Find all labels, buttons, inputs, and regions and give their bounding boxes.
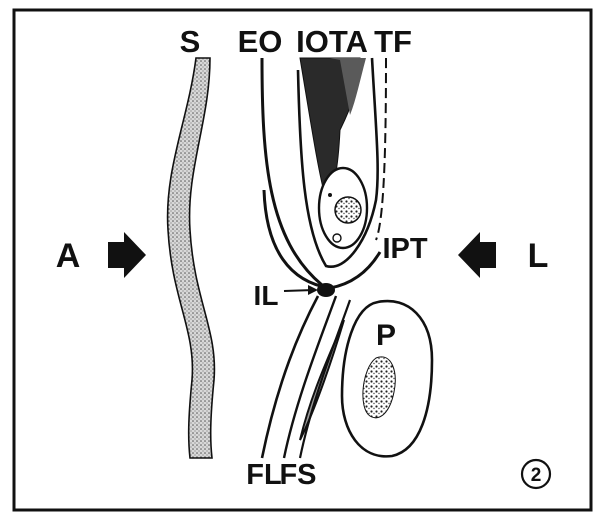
label-l: L — [528, 237, 549, 275]
label-fs: FS — [279, 459, 316, 491]
label-s: S — [180, 24, 201, 59]
label-tf: TF — [374, 24, 412, 59]
label-a: A — [56, 237, 81, 275]
label-iota: IOTA — [296, 24, 368, 59]
label-eo: EO — [238, 24, 283, 59]
label-ipt: IPT — [382, 233, 427, 265]
cord-vessel — [335, 197, 361, 223]
label-il: IL — [254, 280, 279, 311]
cord-dot-small — [333, 234, 341, 242]
cord-dot-tiny — [328, 193, 332, 197]
label-fl: FL — [246, 459, 281, 491]
label-p: P — [376, 319, 396, 352]
figure-number: 2 — [531, 465, 542, 486]
inguinal-ligament-node — [317, 283, 335, 297]
